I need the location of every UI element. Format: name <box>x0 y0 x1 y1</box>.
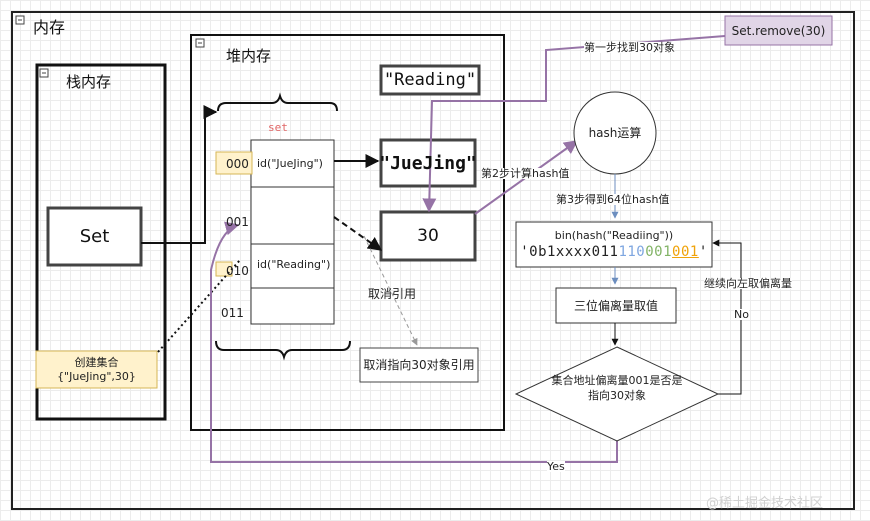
hash-bits-blue: 110 <box>618 244 646 260</box>
create-note-line2: {"JueJing",30} <box>57 370 136 383</box>
address-000: 000 <box>226 157 249 171</box>
step1-label: 第一步找到30对象 <box>584 41 675 54</box>
offset-box <box>555 287 677 324</box>
cancel-pointer-label: 取消指向30对象引用 <box>363 358 475 372</box>
shift-left-label: 继续向左取偏离量 <box>704 277 792 290</box>
decision-line2: 指向30对象 <box>588 389 646 402</box>
hash-result-box <box>515 221 713 268</box>
address-011: 011 <box>221 306 244 320</box>
top-brace <box>217 92 338 112</box>
heap-memory-title: 堆内存 <box>226 47 272 65</box>
yes-label: Yes <box>547 460 565 473</box>
set-box <box>46 206 143 267</box>
create-set-note-text: 创建集合 {"JueJing",30} <box>36 351 157 388</box>
bottom-brace <box>215 340 351 361</box>
decision-line1: 集合地址偏离量001是否是 <box>551 374 683 387</box>
stack-memory-title: 栈内存 <box>66 73 112 91</box>
cancel-link-line <box>363 235 418 346</box>
set-label: Set <box>79 226 110 247</box>
collapse-toggles[interactable] <box>15 15 205 78</box>
decision-text: 集合地址偏离量001是否是 指向30对象 <box>536 375 698 401</box>
cell-reading: id("Reading") <box>257 258 331 271</box>
cancelled-pointer-arrow <box>333 216 383 251</box>
cancel-ref-label: 取消引用 <box>368 287 417 301</box>
hash-result-text: bin(hash("Readiing")) '0b1xxxx0111100010… <box>516 222 712 267</box>
memory-container <box>11 11 855 510</box>
address-001: 001 <box>226 215 249 229</box>
step2-label: 第2步计算hash值 <box>481 167 570 180</box>
hash-bits-prefix: '0b1xxxx011 <box>520 244 619 260</box>
watermark: @稀土掘金技术社区 <box>706 496 824 511</box>
decision-diamond <box>514 346 720 442</box>
set-tag-label: set <box>268 121 288 134</box>
hash-bits: '0b1xxxx011110001001' <box>520 245 708 259</box>
cancel-pointer-box <box>359 347 479 383</box>
juejing-object-box <box>379 138 477 188</box>
heap-memory-container <box>190 34 505 431</box>
hash-bits-suffix: ' <box>698 244 708 260</box>
memory-title: 内存 <box>33 18 66 37</box>
hash-expression: bin(hash("Readiing")) <box>554 229 674 242</box>
reading-object-label: "Reading" <box>383 70 477 90</box>
value-object-box <box>379 210 477 262</box>
offset-box-label: 三位偏离量取值 <box>573 298 658 313</box>
step3-label: 第3步得到64位hash值 <box>556 193 670 206</box>
create-link-dotted <box>157 259 241 353</box>
cell-juejing: id("JueJing") <box>257 157 323 170</box>
create-note-line1: 创建集合 <box>74 356 119 369</box>
yes-path <box>210 221 618 463</box>
remove-button[interactable]: Set.remove(30) <box>731 23 826 38</box>
remove-button-box[interactable] <box>724 15 833 46</box>
set-to-heap-arrow <box>141 105 218 244</box>
no-label: No <box>734 308 749 321</box>
hash-bits-orange: 001 <box>672 244 699 260</box>
address-010: 010 <box>226 264 249 278</box>
value-object-label: 30 <box>417 226 439 246</box>
juejing-object-label: "JueJing" <box>379 152 477 174</box>
create-set-note <box>35 350 158 389</box>
reading-object-box <box>379 64 481 96</box>
hash-bits-green: 001 <box>645 244 673 260</box>
hash-table <box>250 139 335 325</box>
hash-node-label: hash运算 <box>588 126 642 140</box>
address-000-note <box>215 151 253 175</box>
